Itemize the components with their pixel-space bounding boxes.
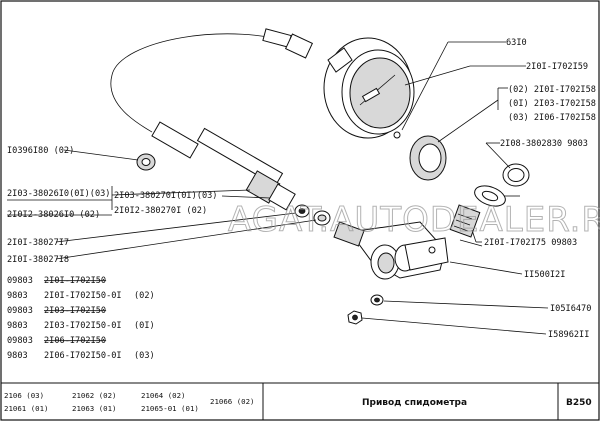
footer-model: 21064 (02) xyxy=(141,391,186,400)
callout-6310: 63I0 xyxy=(506,38,527,48)
page-code: B250 xyxy=(566,398,592,408)
footer-model: 21062 (02) xyxy=(72,391,117,400)
parts-list-code: 09803 xyxy=(7,336,33,346)
callout-2101-3802718: 2I0I-38027I8 xyxy=(7,255,69,265)
parts-list-code: 09803 xyxy=(7,276,33,286)
callout-2101-1702175: 2I0I-I702I75 09803 xyxy=(484,238,577,248)
bushing-part xyxy=(313,210,331,226)
spring-washer-part xyxy=(370,294,384,306)
callout-2101-1702158: (02) 2I0I-I702I58 xyxy=(508,85,596,95)
callout-2103-1702158: (0I) 2I03-I702I58 xyxy=(508,99,596,109)
footer-model: 21061 (01) xyxy=(4,404,49,413)
page-title: Привод спидометра xyxy=(362,398,467,408)
parts-list-code: 9803 xyxy=(7,291,28,301)
parts-list-part: 2I06-I702I50-0I xyxy=(44,351,122,361)
washer-part xyxy=(294,204,310,218)
grommet-part xyxy=(136,153,156,171)
seal-ring-part xyxy=(502,163,530,187)
callout-21012-3802610: 2I0I2-38026I0 (02) xyxy=(7,210,100,220)
parts-list-code: 9803 xyxy=(7,351,28,361)
pin-part xyxy=(459,239,483,247)
callout-2103-3802610: 2I03-38026I0(0I)(03) xyxy=(7,189,110,199)
parts-list-note: (0I) xyxy=(134,321,155,331)
nut-part xyxy=(347,310,363,325)
callout-15896211: I58962II xyxy=(548,330,589,340)
callout-2106-1702158: (03) 2I06-I702I58 xyxy=(508,113,596,123)
footer-model: 21066 (02) xyxy=(210,397,255,406)
gasket-part xyxy=(474,185,506,207)
title-block: 2106 (03) 21061 (01) 21062 (02) 21063 (0… xyxy=(1,382,599,420)
callout-2101-1702159: 2I0I-I702I59 xyxy=(526,62,588,72)
watermark: AGAT.AUTODEALER.RU xyxy=(228,200,600,240)
footer-model: 2106 (03) xyxy=(4,391,44,400)
parts-list-note: (03) xyxy=(134,351,155,361)
parts-list-part: 2I0I-I702I50 xyxy=(44,276,106,286)
footer-model: 21065-01 (01) xyxy=(141,404,199,413)
parts-list-note: (02) xyxy=(134,291,155,301)
parts-list: 09803 2I0I-I702I50 9803 2I0I-I702I50-0I … xyxy=(7,276,155,361)
callout-2101-3802717: 2I0I-38027I7 xyxy=(7,238,69,248)
callout-11500121: II500I2I xyxy=(524,270,565,280)
drive-gear-part xyxy=(449,204,481,238)
parts-list-code: 09803 xyxy=(7,306,33,316)
leader-lines xyxy=(7,41,549,335)
sleeve-part xyxy=(409,135,447,181)
parts-list-part: 2I06-I702I50 xyxy=(44,336,106,346)
callout-10516470: I05I6470 xyxy=(550,304,591,314)
speedometer-part xyxy=(323,37,415,139)
parts-list-part: 2I0I-I702I50-0I xyxy=(44,291,122,301)
callout-2108-3802830: 2I08-3802830 9803 xyxy=(500,139,588,149)
parts-list-code: 9803 xyxy=(7,321,28,331)
parts-list-part: 2I03-I702I50-0I xyxy=(44,321,122,331)
callout-10396180: I0396I80 (02) xyxy=(7,146,74,156)
callout-21012-3802701: 2I0I2-380270I (02) xyxy=(114,206,207,216)
footer-model: 21063 (01) xyxy=(72,404,117,413)
drive-housing-part xyxy=(333,221,449,280)
parts-list-part: 2I03-I702I50 xyxy=(44,306,106,316)
speedometer-cable-part xyxy=(110,28,314,211)
callout-2103-3802701: 2I03-380270I(0I)(03) xyxy=(114,191,217,201)
